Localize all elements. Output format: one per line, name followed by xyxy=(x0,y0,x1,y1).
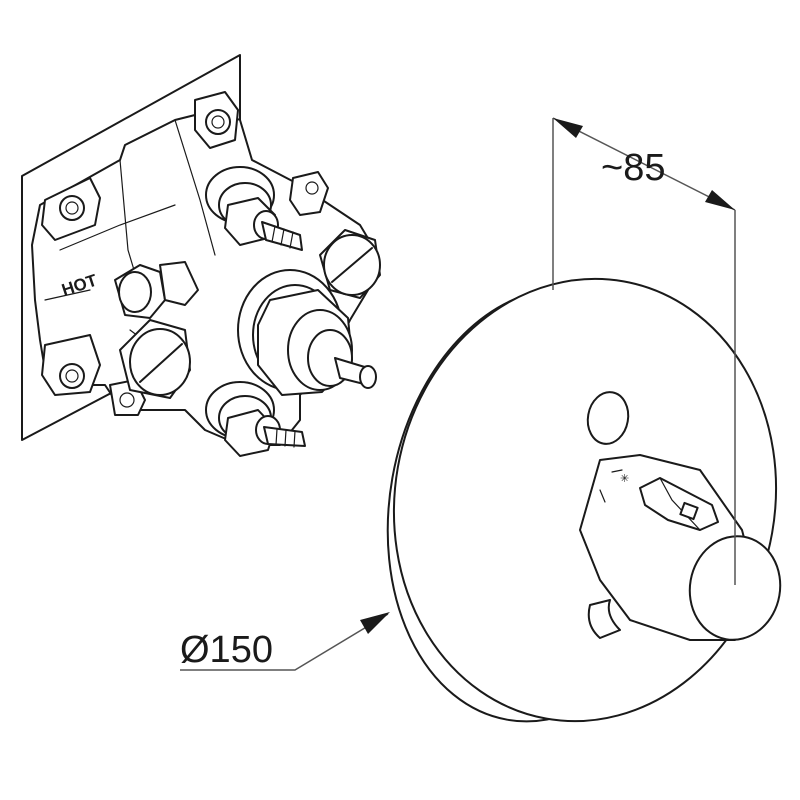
stop-plug-left xyxy=(119,319,191,399)
upper-port xyxy=(205,166,303,251)
mounting-lug xyxy=(41,334,101,396)
temperature-lever[interactable] xyxy=(639,477,719,531)
lower-opening xyxy=(587,599,621,639)
thermostatic-handle-icon[interactable]: ✳ xyxy=(579,454,788,647)
depth-label: ~85 xyxy=(601,147,665,189)
lower-port xyxy=(205,381,306,457)
diameter-label: Ø150 xyxy=(180,629,273,671)
concealed-valve-body-icon: HOT xyxy=(21,54,381,457)
diverter-button xyxy=(586,391,630,445)
scale-mark-icon: ✳ xyxy=(620,473,629,485)
mounting-lug xyxy=(41,177,101,241)
mounting-lug xyxy=(194,91,239,149)
round-cover-plate-icon xyxy=(386,277,778,723)
depth-dimension: ~85 xyxy=(552,117,736,585)
handle-end-face xyxy=(688,535,782,641)
inlet-collar xyxy=(114,261,199,319)
cartridge-housing xyxy=(237,269,377,396)
cover-plate-face xyxy=(392,277,778,723)
mounting-tab xyxy=(289,171,329,216)
stop-plug-right xyxy=(319,229,381,299)
diameter-dimension: Ø150 xyxy=(180,612,390,671)
